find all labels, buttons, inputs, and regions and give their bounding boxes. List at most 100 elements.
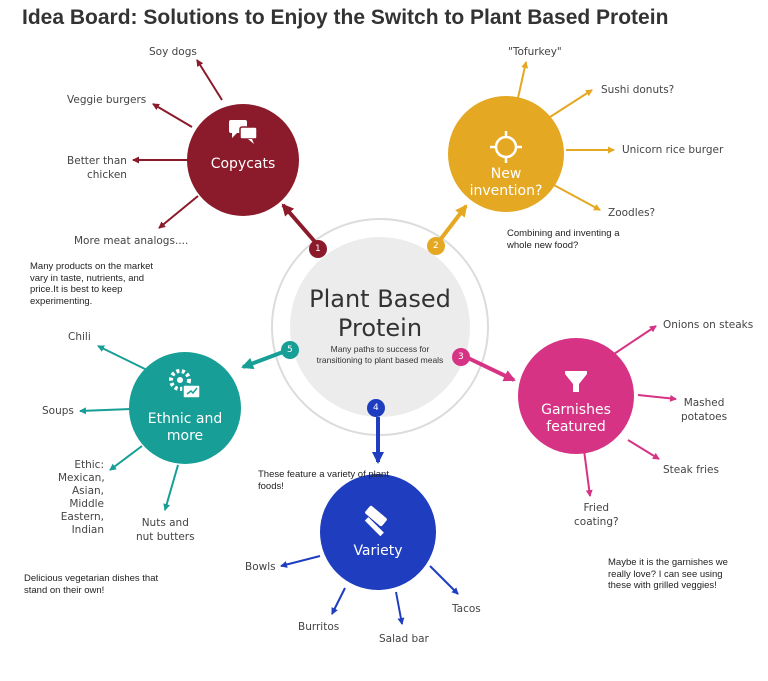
arrow-veggie-burgers <box>152 103 193 128</box>
arrow-soy-dogs <box>196 59 223 101</box>
item-nuts-line-1: Nuts and <box>141 517 189 529</box>
garnishes-circle <box>518 338 634 454</box>
arrow-ethic-list <box>109 445 143 471</box>
center-title: Plant Based Protein <box>280 285 480 343</box>
arrow-center-to-new-invention <box>435 204 468 246</box>
arrow-center-to-ethnic <box>241 350 284 370</box>
item-onions-on-steaks: Onions on steaks <box>663 319 754 331</box>
variety-note: These feature a variety of plant foods! <box>258 469 389 492</box>
new-invention-circle <box>448 96 564 212</box>
item-better-than-line-2: chicken <box>87 169 127 181</box>
new-invention-title-line-1: New <box>490 166 522 182</box>
copycats-note-line-1: Many products on the market <box>30 261 154 272</box>
item-ethic-line-4: Middle <box>69 498 104 510</box>
badge-3-number: 3 <box>458 352 464 362</box>
garnishes-note-line-3: these with grilled veggies! <box>608 580 717 591</box>
arrow-salad-bar <box>395 591 405 625</box>
copycats-note-line-3: price.It is best to keep <box>30 284 123 295</box>
arrow-soups <box>79 407 131 415</box>
item-nuts-and-nut-butters: Nuts and nut butters <box>136 516 195 544</box>
arrow-chili <box>97 345 146 370</box>
item-tacos: Tacos <box>452 603 481 615</box>
new-invention-title-line-2: invention? <box>469 183 543 199</box>
new-invention-note-line-2: whole new food? <box>507 239 579 251</box>
variety-note-line-2: foods! <box>258 480 284 492</box>
arrow-steak-fries <box>627 439 660 460</box>
arrow-tofurkey <box>517 61 529 99</box>
badge-1 <box>309 240 327 258</box>
ethnic-note-line-1: Delicious vegetarian dishes that <box>24 573 159 584</box>
item-mashed-line-2: potatoes <box>681 411 728 423</box>
item-steak-fries: Steak fries <box>663 464 719 476</box>
garnishes-note-line-2: really love? I can see using <box>608 568 723 580</box>
arrow-fried-coating <box>583 449 593 497</box>
item-ethic-line-1: Ethic: <box>74 459 104 471</box>
badge-4 <box>367 399 385 417</box>
garnishes-title-line-2: featured <box>546 419 606 435</box>
badge-4-number: 4 <box>373 403 379 413</box>
item-ethic-line-3: Asian, <box>72 485 104 497</box>
ethnic-title-line-1: Ethnic and <box>147 411 223 427</box>
garnishes-note: Maybe it is the garnishes we really love… <box>608 557 728 592</box>
arrow-center-to-garnishes <box>467 356 516 382</box>
item-fried-coating: Fried coating? <box>574 501 619 529</box>
copycats-note: Many products on the market vary in tast… <box>30 261 153 307</box>
variety-note-line-1: These feature a variety of plant <box>258 469 389 480</box>
copycats-circle <box>187 104 299 216</box>
hammer-icon <box>364 505 387 537</box>
item-better-than-line-1: Better than <box>67 155 127 167</box>
copycats-title: Copycats <box>210 156 276 172</box>
arrow-more-meat-analogs <box>158 195 199 229</box>
variety-title: Variety <box>353 543 403 559</box>
arrow-bowls <box>280 555 321 568</box>
new-invention-note-line-1: Combining and inventing a <box>507 228 620 239</box>
badge-3 <box>452 348 470 366</box>
arrow-tacos <box>429 565 459 595</box>
item-ethic-line-6: Indian <box>71 524 104 536</box>
item-more-meat-analogs: More meat analogs.... <box>74 235 189 247</box>
item-mashed-potatoes: Mashed potatoes <box>681 396 727 424</box>
arrow-burritos <box>331 587 346 615</box>
center-circle <box>290 237 470 417</box>
garnishes-title: Garnishes featured <box>541 402 611 436</box>
badge-5 <box>281 341 299 359</box>
item-nuts-line-2: nut butters <box>136 531 195 543</box>
item-unicorn-rice-burger: Unicorn rice burger <box>622 144 724 156</box>
item-soy-dogs: Soy dogs <box>149 46 197 58</box>
item-ethic-line-5: Eastern, <box>60 511 104 523</box>
item-better-than-chicken: Better than chicken <box>67 154 127 182</box>
item-sushi-donuts: Sushi donuts? <box>601 84 675 96</box>
item-chili: Chili <box>68 331 91 343</box>
arrow-sushi-donuts <box>549 89 593 118</box>
new-invention-title: New invention? <box>470 166 543 200</box>
item-fried-line-2: coating? <box>574 516 619 528</box>
chat-bubbles-icon <box>229 120 258 144</box>
center-title-line-1: Plant Based <box>309 285 451 313</box>
item-fried-line-1: Fried <box>583 502 610 514</box>
arrow-center-to-copycats <box>281 203 318 245</box>
center-subtitle: Many paths to success for transitioning … <box>310 344 450 366</box>
item-zoodles: Zoodles? <box>608 207 656 219</box>
item-bowls: Bowls <box>245 561 276 573</box>
ethnic-circle <box>129 352 241 464</box>
item-salad-bar: Salad bar <box>379 633 429 645</box>
item-ethic-line-2: Mexican, <box>58 472 105 484</box>
item-veggie-burgers: Veggie burgers <box>67 94 147 106</box>
crosshair-icon <box>490 131 522 163</box>
filter-funnel-icon <box>565 371 587 392</box>
board-title: Idea Board: Solutions to Enjoy the Switc… <box>22 6 669 29</box>
garnishes-note-line-1: Maybe it is the garnishes we <box>608 557 728 568</box>
ethnic-note-line-2: stand on their own! <box>24 584 105 596</box>
item-soups: Soups <box>42 405 74 417</box>
copycats-note-line-2: vary in taste, nutrients, and <box>30 272 145 284</box>
badge-5-number: 5 <box>287 345 293 355</box>
center-title-line-2: Protein <box>337 314 423 342</box>
badge-2 <box>427 237 445 255</box>
badge-2-number: 2 <box>433 241 439 251</box>
center-subtitle-line-1: Many paths to success for <box>330 344 430 354</box>
arrow-nuts <box>163 464 179 511</box>
item-mashed-line-1: Mashed <box>683 397 725 409</box>
center-subtitle-line-2: transitioning to plant based meals <box>316 355 444 365</box>
